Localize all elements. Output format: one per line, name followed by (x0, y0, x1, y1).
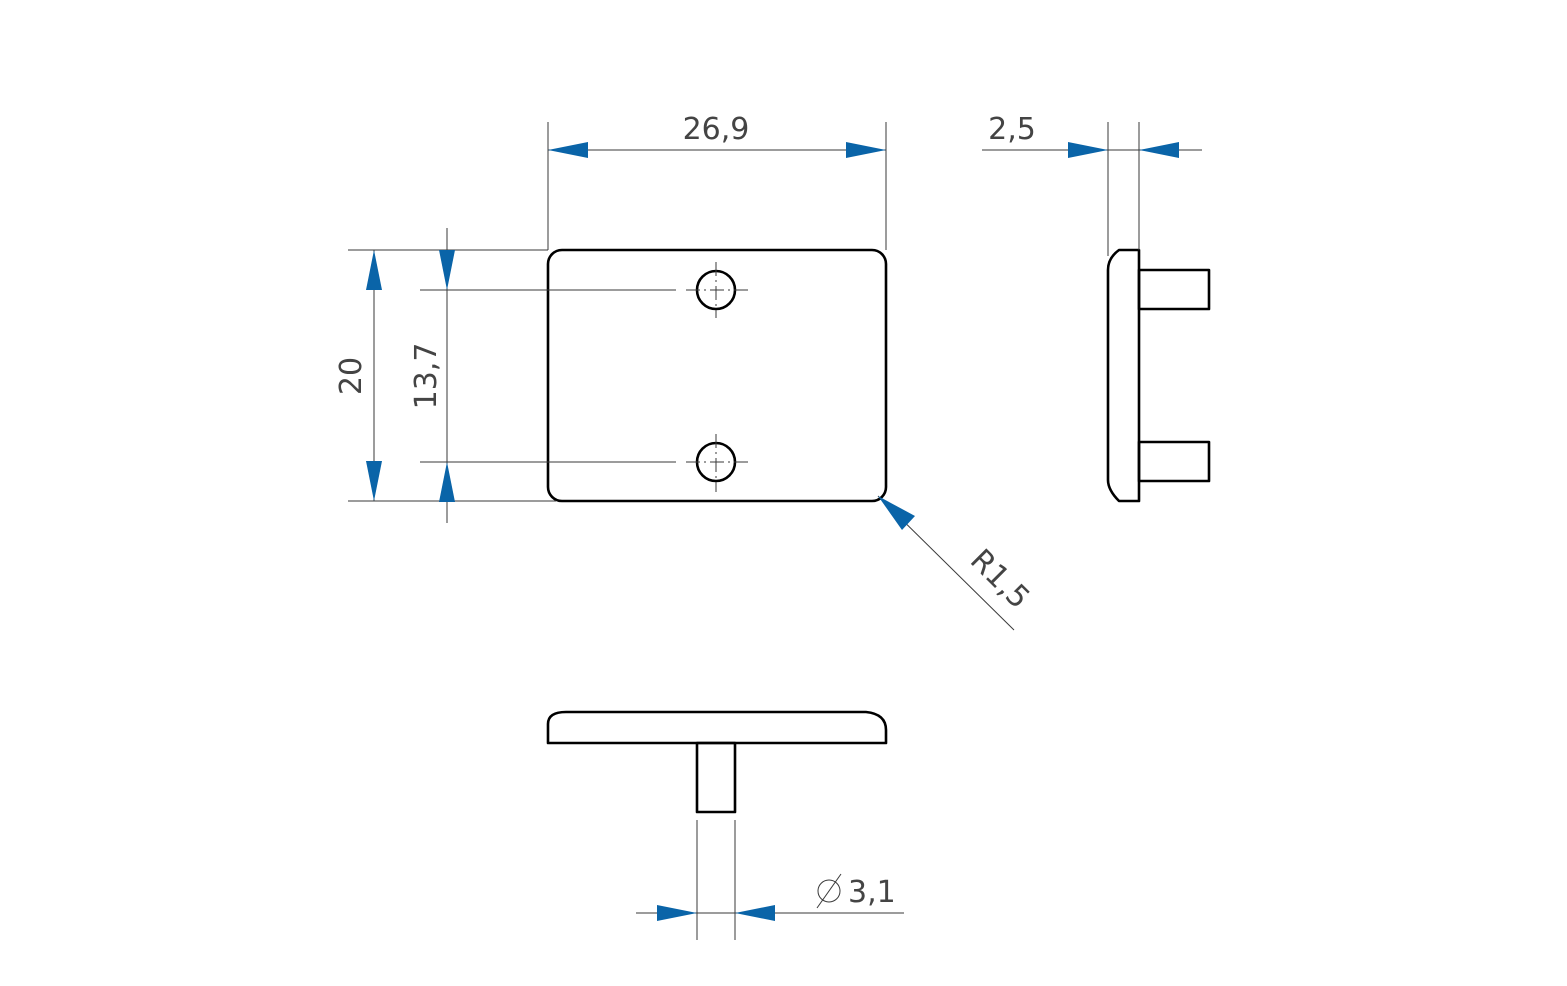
thickness-arrow-right (1139, 142, 1179, 158)
height-arrow-top (366, 250, 382, 290)
side-upper-pin (1137, 268, 1211, 311)
width-dimension-label: 26,9 (683, 112, 750, 147)
radius-arrow (878, 496, 915, 530)
width-arrow-left (548, 142, 588, 158)
thickness-arrow-left (1068, 142, 1108, 158)
pin-diameter-dimension: 3,1 (636, 820, 904, 940)
hole-spacing-dimension: 13,7 (409, 228, 676, 523)
pin-arrow-right (735, 905, 775, 921)
pin-diameter-label: 3,1 (848, 875, 896, 910)
diameter-symbol-icon (816, 873, 842, 909)
top-plate-outline (546, 710, 888, 745)
hole-spacing-arrow-top (439, 250, 455, 290)
thickness-dimension: 2,5 (982, 112, 1202, 256)
height-dimension-label: 20 (334, 357, 369, 395)
corner-radius-dimension: R1,5 (877, 495, 1036, 631)
pin-arrow-left (657, 905, 697, 921)
hole-spacing-dimension-label: 13,7 (409, 343, 444, 410)
top-pin (695, 741, 737, 814)
height-dimension: 20 (334, 249, 556, 502)
side-plate-outline (1106, 248, 1141, 503)
radius-dimension-label: R1,5 (963, 543, 1036, 616)
top-view (546, 710, 888, 814)
width-dimension: 26,9 (547, 112, 887, 250)
width-arrow-right (846, 142, 886, 158)
thickness-dimension-label: 2,5 (988, 112, 1036, 147)
front-view (546, 248, 888, 503)
height-arrow-bottom (366, 461, 382, 501)
side-view (1106, 248, 1211, 503)
side-lower-pin (1137, 440, 1211, 483)
hole-spacing-arrow-bottom (439, 462, 455, 502)
end-cap-plate-outline (546, 248, 888, 503)
